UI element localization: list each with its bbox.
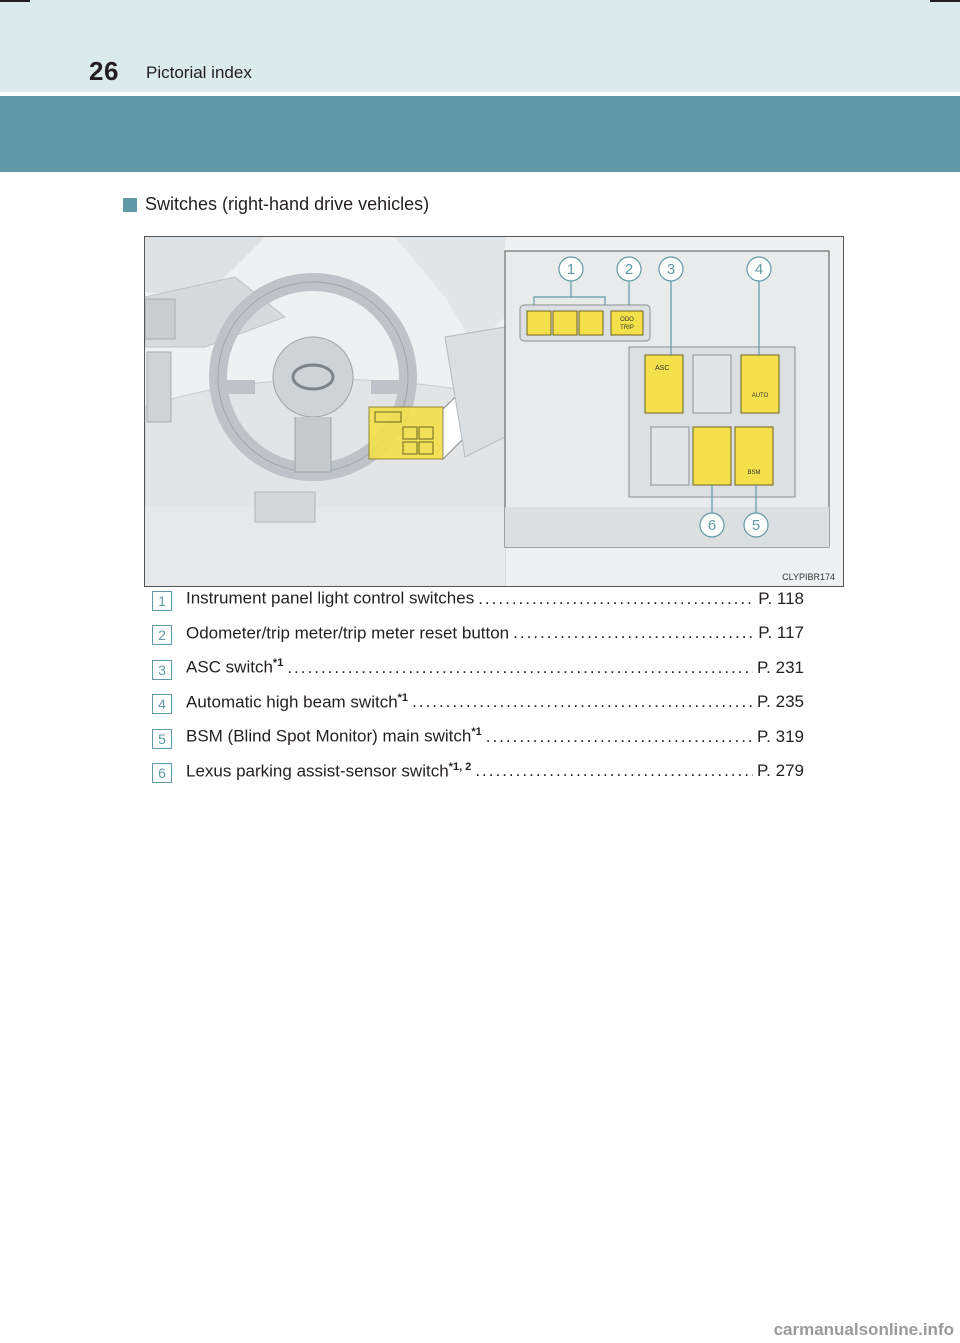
item-number: 1 (152, 590, 172, 611)
list-item: 3 ASC switch*1 P. 231 (152, 657, 804, 692)
crop-mark-right (930, 0, 960, 2)
item-label: Automatic high beam switch (186, 692, 398, 712)
item-number: 6 (152, 763, 172, 784)
callout-2: 2 (625, 261, 633, 278)
figure-code: CLYPIBR174 (782, 572, 835, 582)
callout-6: 6 (708, 517, 716, 534)
section-marker-icon (123, 197, 137, 212)
item-number: 3 (152, 659, 172, 680)
page-reference[interactable]: P. 118 (758, 588, 804, 608)
asc-label: ASC (655, 365, 669, 372)
leader-dots (513, 623, 754, 643)
leader-dots (287, 658, 753, 678)
trip-label: TRIP (620, 325, 634, 331)
watermark: carmanualsonline.info (773, 1320, 954, 1339)
item-label: Lexus parking assist-sensor switch (186, 761, 449, 781)
page-reference[interactable]: P. 117 (758, 623, 804, 643)
item-label: BSM (Blind Spot Monitor) main switch (186, 726, 472, 746)
item-number: 5 (152, 728, 172, 749)
item-number: 2 (152, 625, 172, 646)
list-item: 2 Odometer/trip meter/trip meter reset b… (152, 623, 804, 658)
item-label: ASC switch (186, 657, 273, 677)
auto-label: AUTO (752, 393, 769, 399)
leader-dots (478, 589, 754, 609)
odo-label: ODO (620, 317, 634, 323)
page-reference[interactable]: P. 319 (757, 726, 804, 746)
page-reference[interactable]: P. 235 (757, 692, 804, 712)
section-title: Switches (right-hand drive vehicles) (145, 194, 430, 214)
item-footnote: *1 (272, 657, 284, 669)
callout-4: 4 (755, 261, 763, 278)
item-footnote: *1, 2 (448, 760, 472, 773)
section-band (0, 96, 960, 172)
item-label: Odometer/trip meter/trip meter reset but… (186, 623, 510, 643)
callout-1: 1 (567, 261, 575, 278)
list-item: 4 Automatic high beam switch*1 P. 235 (152, 692, 804, 727)
leader-dots (412, 692, 753, 712)
item-number: 4 (152, 694, 172, 715)
list-item: 6 Lexus parking assist-sensor switch*1, … (152, 761, 804, 796)
list-item: 1 Instrument panel light control switche… (152, 588, 804, 623)
item-footnote: *1 (471, 726, 482, 738)
page-header-title: Pictorial index (146, 63, 252, 82)
item-label: Instrument panel light control switches (186, 588, 475, 608)
dashboard-illustration: ODO TRIP ASC AUTO BSM 1 2 (144, 236, 844, 587)
item-footnote: *1 (397, 691, 409, 704)
leader-dots (486, 727, 753, 747)
page-number: 26 (89, 56, 119, 86)
switch-list: 1 Instrument panel light control switche… (152, 588, 804, 795)
list-item: 5 BSM (Blind Spot Monitor) main switch*1… (152, 726, 804, 761)
dashboard-drawing: ODO TRIP ASC AUTO BSM 1 2 (145, 237, 843, 586)
callout-3: 3 (667, 261, 675, 278)
crop-mark-left (0, 0, 30, 2)
section-heading: Switches (right-hand drive vehicles) (123, 194, 429, 215)
bsm-label: BSM (747, 470, 760, 476)
page-reference[interactable]: P. 231 (757, 657, 804, 677)
page-reference[interactable]: P. 279 (757, 761, 804, 781)
callout-5: 5 (752, 517, 760, 534)
header-band (0, 0, 960, 92)
leader-dots (475, 761, 753, 781)
